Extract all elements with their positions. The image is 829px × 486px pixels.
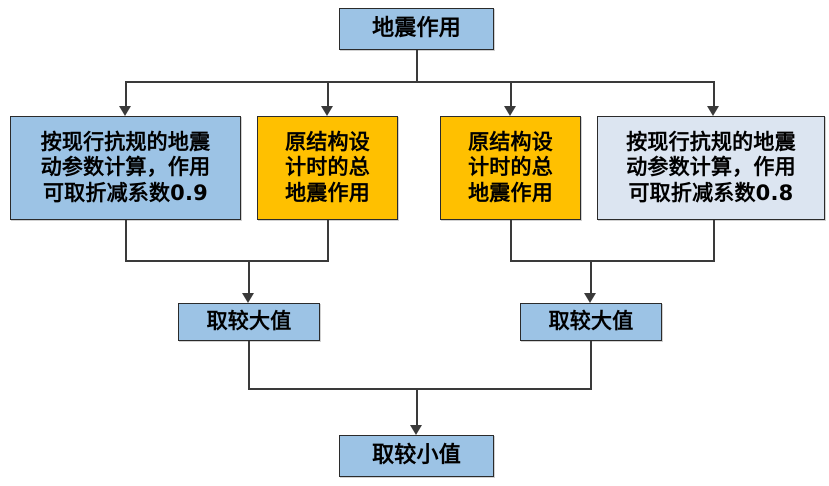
- arrow-down-icon-3: [504, 106, 516, 116]
- connector-merge-bar-left: [125, 260, 329, 262]
- connector-drop-1: [125, 81, 127, 108]
- connector-up-right-2: [713, 220, 715, 261]
- node-take-larger-left[interactable]: 取较大值: [178, 303, 320, 341]
- connector-drop-3: [510, 81, 512, 108]
- connector-merge-drop-left: [248, 260, 250, 296]
- node-current-code-left[interactable]: 按现行抗规的地震 动参数计算，作用 可取折减系数0.9: [10, 116, 241, 220]
- connector-merge-drop-right: [590, 260, 592, 296]
- arrow-down-icon-4: [707, 106, 719, 116]
- connector-distribution-bar: [125, 81, 714, 83]
- connector-root-stem: [416, 50, 418, 82]
- arrow-down-icon-6: [584, 293, 596, 303]
- arrow-down-icon-5: [242, 293, 254, 303]
- connector-merge-bar-right: [510, 260, 715, 262]
- connector-up-right-1: [510, 220, 512, 261]
- node-original-design-left[interactable]: 原结构设 计时的总 地震作用: [257, 116, 398, 220]
- arrow-down-icon-7: [410, 425, 422, 435]
- connector-drop-4: [713, 81, 715, 108]
- connector-final-merge-bar: [248, 388, 592, 390]
- connector-drop-2: [327, 81, 329, 108]
- connector-final-drop: [416, 388, 418, 428]
- node-seismic-action[interactable]: 地震作用: [339, 8, 494, 50]
- node-take-larger-right[interactable]: 取较大值: [520, 303, 662, 341]
- node-take-smaller[interactable]: 取较小值: [339, 435, 494, 477]
- connector-final-up-left: [248, 341, 250, 389]
- node-current-code-right[interactable]: 按现行抗规的地震 动参数计算，作用 可取折减系数0.8: [597, 116, 825, 220]
- arrow-down-icon-2: [321, 106, 333, 116]
- connector-up-left-2: [327, 220, 329, 261]
- node-original-design-right[interactable]: 原结构设 计时的总 地震作用: [440, 116, 581, 220]
- connector-final-up-right: [590, 341, 592, 389]
- connector-up-left-1: [125, 220, 127, 261]
- arrow-down-icon-1: [119, 106, 131, 116]
